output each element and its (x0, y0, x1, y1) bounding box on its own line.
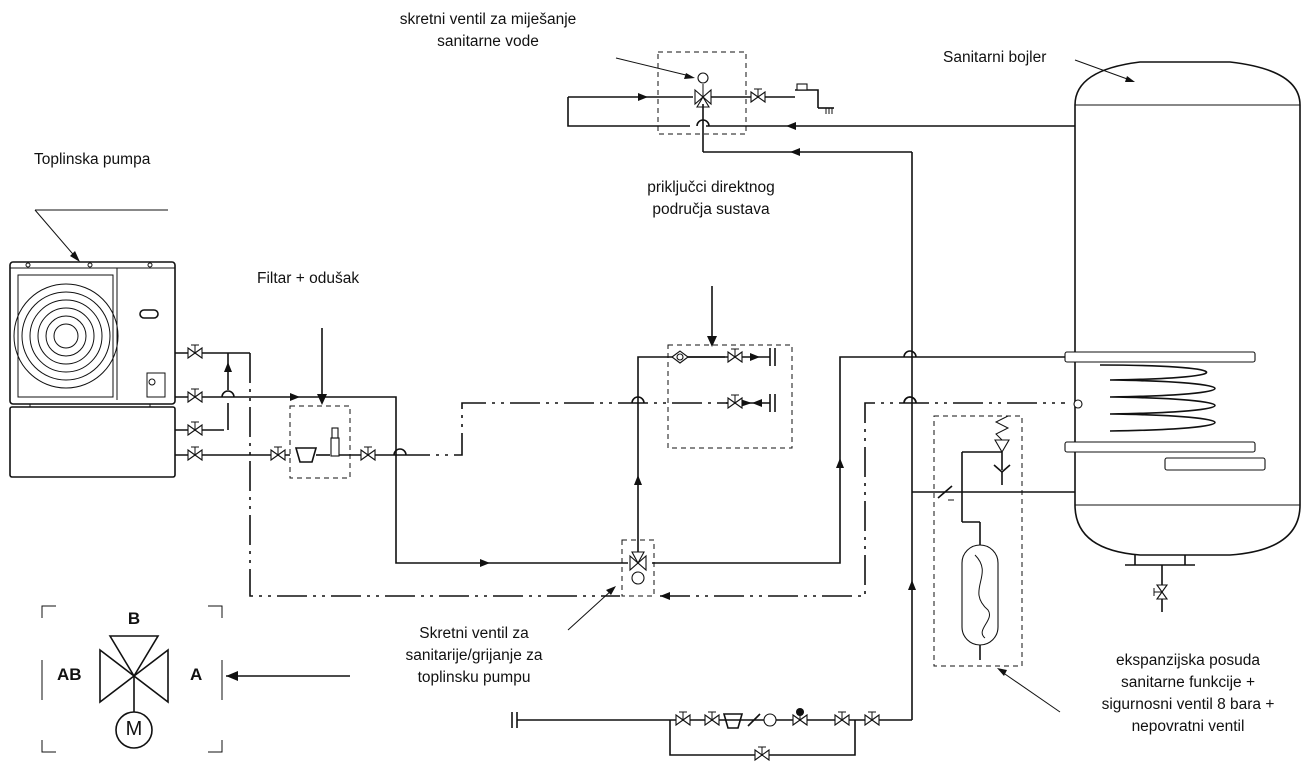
valve-detail (41, 605, 350, 753)
expansion-label-1: ekspanzijska posuda (1116, 652, 1260, 669)
heat-pump-unit (9, 261, 176, 478)
mixing-valve-label-1: skretni ventil za miješanje (399, 11, 577, 28)
port-a-label: A (190, 665, 203, 684)
expansion-label-3: sigurnosni ventil 8 bara + (1101, 696, 1275, 713)
heat-pump-connections (175, 344, 300, 461)
port-b-label: B (127, 609, 141, 628)
mixing-valve-label-2: sanitarne vode (437, 33, 539, 50)
expansion-label-4: nepovratni ventil (1131, 718, 1245, 735)
direct-zone-label-1: priključci direktnog (647, 179, 775, 196)
diverter-label-3: toplinsku pumpu (417, 669, 531, 686)
dhw-boiler (1064, 61, 1301, 612)
dhw-mixing-valve (567, 72, 912, 156)
diverter-valve (629, 551, 647, 585)
direct-zone-connections (671, 348, 776, 412)
motor-label: M (125, 718, 143, 740)
direct-zone-label-2: područja sustava (652, 201, 770, 218)
filter-air-vent (270, 427, 400, 463)
diverter-label-1: Skretni ventil za (419, 625, 529, 642)
filter-label: Filtar + odušak (257, 270, 360, 287)
heat-pump-label: Toplinska pumpa (34, 151, 151, 168)
expansion-label-2: sanitarne funkcije + (1121, 674, 1255, 691)
boiler-label: Sanitarni bojler (943, 49, 1047, 66)
cold-water-inlet (511, 152, 916, 761)
expansion-safety-group (912, 415, 1075, 660)
diverter-label-2: sanitarije/grijanje za (405, 647, 543, 664)
port-ab-label: AB (57, 665, 82, 684)
